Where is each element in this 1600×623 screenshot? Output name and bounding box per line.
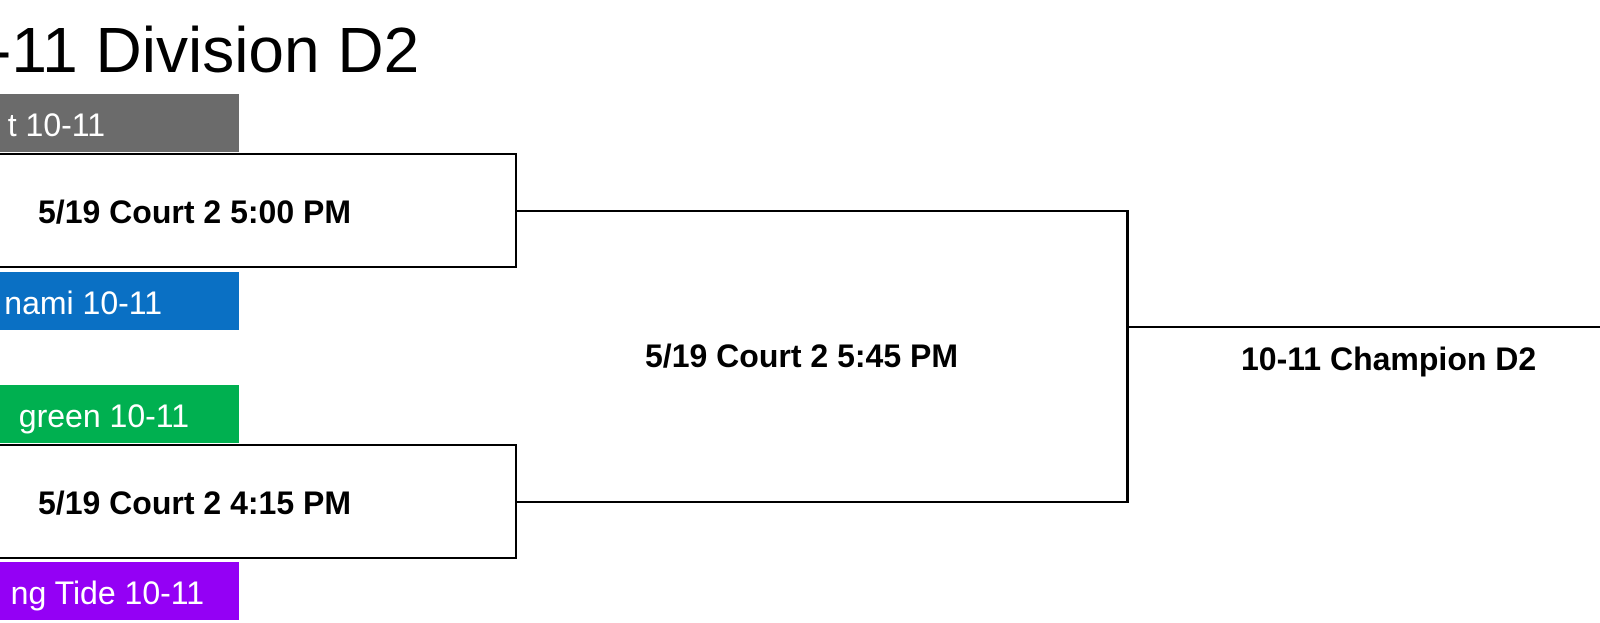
final-game-label: 5/19 Court 2 5:45 PM — [645, 338, 958, 374]
team-slot-1-label: t 10-11 — [7, 107, 105, 143]
team-slot-4: ng Tide 10-11 — [0, 562, 239, 620]
bracket-title: -11 Division D2 — [0, 14, 420, 86]
semifinal-game-2 — [0, 444, 517, 559]
team-slot-3: green 10-11 — [0, 385, 239, 443]
team-slot-2: nami 10-11 — [0, 272, 239, 330]
champion-label: 10-11 Champion D2 — [1241, 341, 1537, 377]
team-slot-4-label: ng Tide 10-11 — [10, 575, 204, 611]
semifinal-game-1 — [0, 153, 517, 268]
champion-line — [1126, 326, 1600, 328]
team-slot-1: t 10-11 — [0, 94, 239, 152]
team-slot-2-label: nami 10-11 — [4, 285, 162, 321]
final-bracket-vertical-line — [1126, 210, 1129, 503]
final-bracket-top-line — [517, 210, 1129, 212]
team-slot-3-label: green 10-11 — [18, 398, 189, 434]
semifinal-game-2-label: 5/19 Court 2 4:15 PM — [38, 485, 351, 521]
semifinal-game-1-label: 5/19 Court 2 5:00 PM — [38, 194, 351, 230]
final-bracket-bottom-line — [517, 501, 1129, 503]
